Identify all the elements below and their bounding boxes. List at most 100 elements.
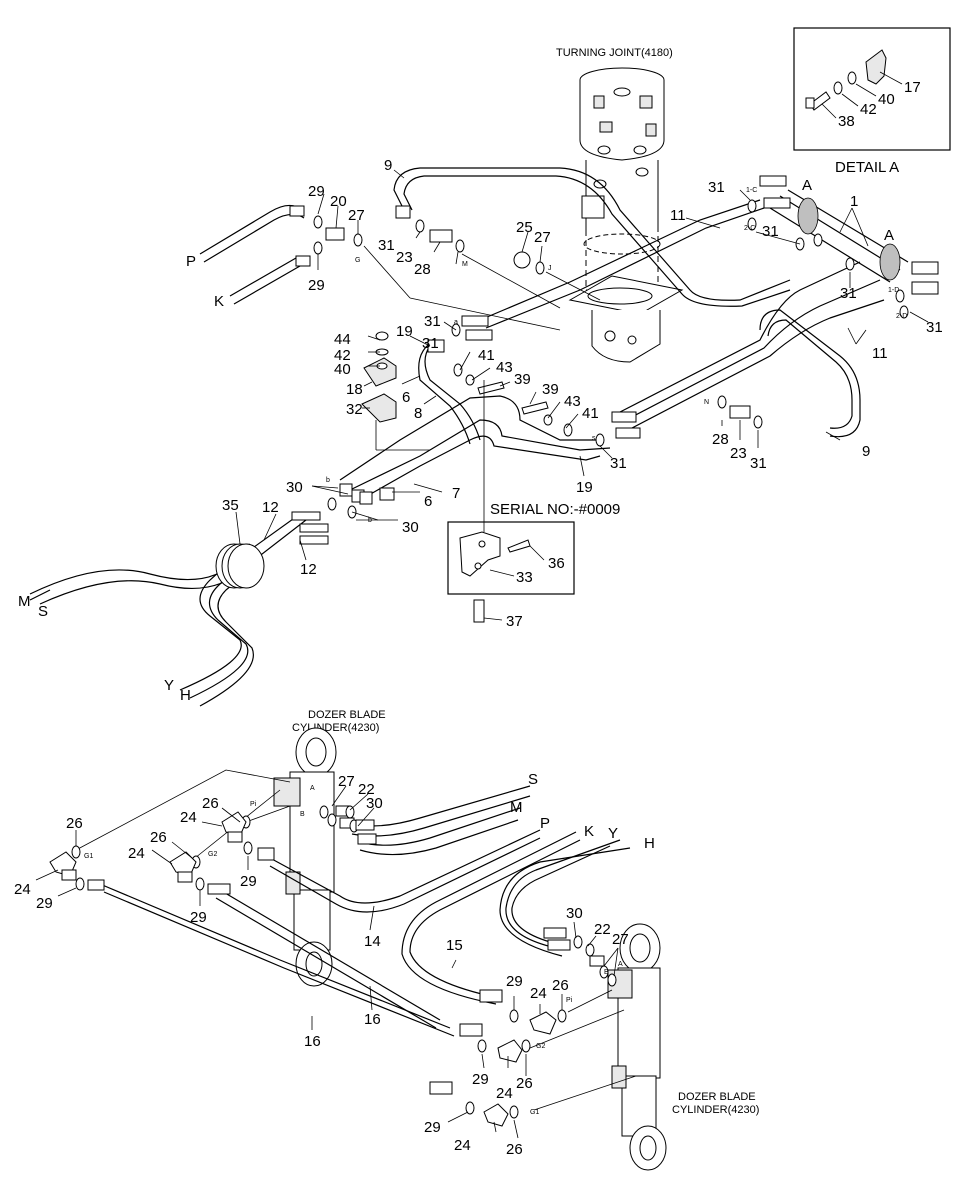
callout-39-lower: 39: [542, 381, 559, 398]
callout-11-upper: 11: [670, 207, 686, 224]
port-letter-k: K: [214, 293, 224, 310]
turning-joint: [568, 67, 684, 363]
callout-26-lower-b: 26: [150, 829, 167, 846]
port-b-1: b: [326, 477, 330, 484]
callout-24-lower-e: 24: [496, 1085, 513, 1102]
callout-29-lower-d: 29: [506, 973, 523, 990]
callout-29-lower-b: 29: [190, 909, 207, 926]
callout-31-upper-a: 31: [378, 237, 395, 254]
serial-box-frame: [447, 521, 575, 595]
detail-ref-a-2: A: [884, 227, 894, 244]
callout-20: 20: [330, 193, 347, 210]
callout-27-upper: 27: [348, 207, 365, 224]
lower-letter-y: Y: [608, 825, 618, 842]
lower-letter-h: H: [644, 835, 655, 852]
callout-6-upper: 6: [402, 389, 410, 406]
callout-24-lower-f: 24: [454, 1137, 471, 1154]
callout-35: 35: [222, 497, 239, 514]
lower-letter-k: K: [584, 823, 594, 840]
detail-a-parts: [805, 49, 903, 119]
callout-27-upper-b: 27: [534, 229, 551, 246]
callout-19-lower: 19: [576, 479, 593, 496]
serial-box-parts: [459, 380, 545, 623]
callout-17: 17: [904, 79, 921, 96]
callout-25: 25: [516, 219, 533, 236]
callout-42: 42: [334, 347, 351, 364]
callout-37: 37: [506, 613, 523, 630]
callout-31-lower-b: 31: [610, 455, 627, 472]
port-g2-1: G2: [208, 851, 217, 858]
lower-letter-m: M: [510, 799, 523, 816]
callout-23-upper: 23: [396, 249, 413, 266]
callout-31-upper-b: 31: [708, 179, 725, 196]
detail-a-frame: [793, 27, 951, 151]
port-a-cyl1: A: [310, 785, 315, 792]
port-m: M: [462, 261, 468, 268]
detail-ref-a-1: A: [802, 177, 812, 194]
port-letter-y: Y: [164, 677, 174, 694]
port-g1-2: G1: [530, 1109, 539, 1116]
callout-22-lower-a: 22: [358, 781, 375, 798]
callout-40: 40: [878, 91, 895, 108]
callout-42: 42: [860, 101, 877, 118]
callout-18: 18: [346, 381, 363, 398]
port-g2-2: G2: [536, 1043, 545, 1050]
callout-8: 8: [414, 405, 422, 422]
callout-41-lower: 41: [582, 405, 599, 422]
callout-26-lower-a: 26: [66, 815, 83, 832]
detail-a-title: DETAIL A: [835, 159, 899, 176]
callout-24-lower-a: 24: [14, 881, 31, 898]
port-a: a: [454, 319, 458, 326]
callout-31-upper-g: 31: [422, 335, 439, 352]
callout-33: 33: [516, 569, 533, 586]
callout-31-upper-d: 31: [840, 285, 857, 302]
callout-12-lower: 12: [300, 561, 317, 578]
callout-39-upper: 39: [514, 371, 531, 388]
port-g1-1: G1: [84, 853, 93, 860]
port-n: N: [704, 399, 709, 406]
port-pi-1: Pi: [250, 801, 257, 808]
callout-15: 15: [446, 937, 463, 954]
callout-26-lower-f: 26: [506, 1141, 523, 1158]
callout-40: 40: [334, 361, 351, 378]
port-2c: 2-C: [744, 225, 755, 232]
callout-29-lower-a: 29: [36, 895, 53, 912]
lower-letter-p: P: [540, 815, 550, 832]
port-letter-h: H: [180, 687, 191, 704]
dozer-cylinder-2-title-line2: CYLINDER(4230): [672, 1104, 759, 1116]
callout-24-lower-d: 24: [530, 985, 547, 1002]
port-b-2: b: [368, 517, 372, 524]
port-b-cyl2: B: [604, 969, 609, 976]
callout-43-upper: 43: [496, 359, 513, 376]
lower-piping: [75, 727, 667, 1171]
port-g: G: [355, 257, 360, 264]
callout-26-lower-e: 26: [516, 1075, 533, 1092]
port-a-cyl2: A: [618, 961, 623, 968]
callout-30-lower-a: 30: [366, 795, 383, 812]
port-letter-m: M: [18, 593, 31, 610]
callout-27-lower-a: 27: [338, 773, 355, 790]
callout-29-lower-c: 29: [240, 873, 257, 890]
callout-16-upper: 16: [364, 1011, 381, 1028]
callout-16-lower: 16: [304, 1033, 321, 1050]
callout-24-lower-b: 24: [128, 845, 145, 862]
callout-24-lower-c: 24: [180, 809, 197, 826]
upper-fittings: [289, 175, 939, 545]
callout-26-lower-c: 26: [202, 795, 219, 812]
callout-1: 1: [850, 193, 858, 210]
callout-29-lower-f: 29: [424, 1119, 441, 1136]
port-1d: 1-D: [888, 287, 899, 294]
callout-31-upper-f: 31: [424, 313, 441, 330]
callout-29-upper: 29: [308, 183, 325, 200]
callout-7: 7: [452, 485, 460, 502]
callout-12-upper: 12: [262, 499, 279, 516]
turning-joint-title: TURNING JOINT(4180): [556, 47, 673, 59]
callout-11-lower: 11: [872, 345, 888, 362]
port-j: J: [548, 265, 552, 272]
port-letter-s: S: [38, 603, 48, 620]
callout-44: 44: [334, 331, 351, 348]
callout-6-lower: 6: [424, 493, 432, 510]
callout-38: 38: [838, 113, 855, 130]
